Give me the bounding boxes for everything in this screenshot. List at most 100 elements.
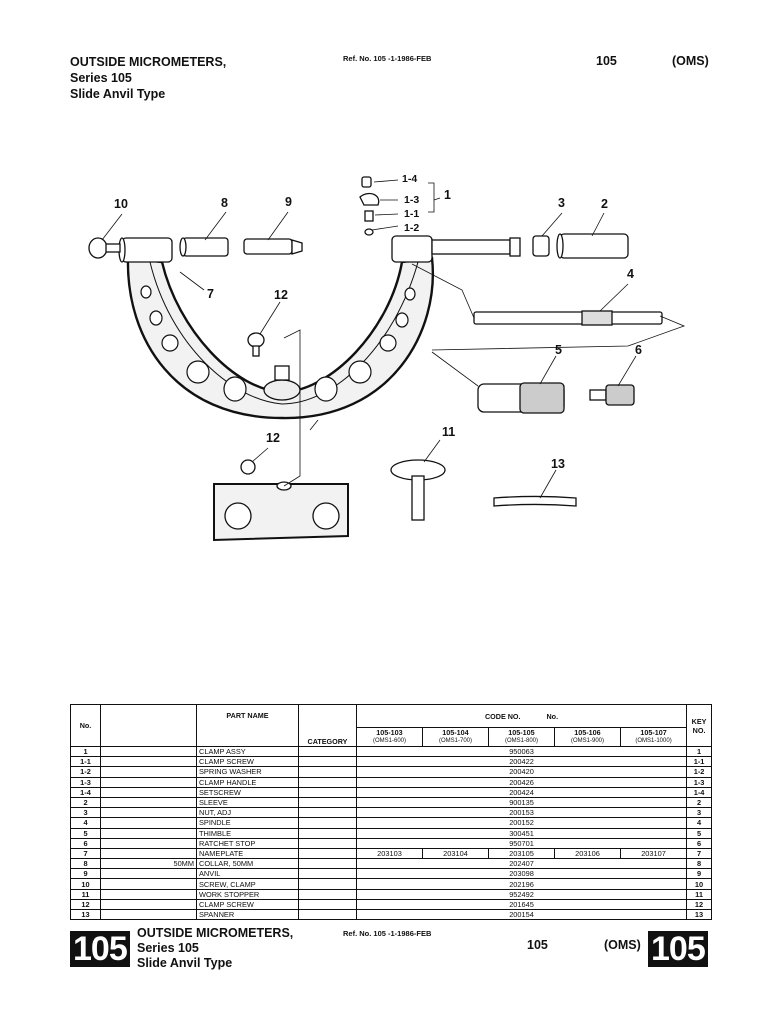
- row-no: 7: [70, 847, 101, 860]
- row-size: [100, 827, 197, 839]
- row-no: 13: [70, 908, 101, 921]
- row-no: 1-1: [70, 756, 101, 768]
- col-part-name: PART NAME: [196, 704, 299, 747]
- row-category: [298, 837, 357, 849]
- callout-7: 7: [207, 287, 214, 301]
- row-code: 950063: [355, 745, 688, 758]
- row-code: 201645: [355, 898, 688, 911]
- row-no: 12: [70, 898, 101, 911]
- row-category: [298, 796, 357, 809]
- row-code: 203098: [355, 868, 688, 880]
- callout-5: 5: [555, 343, 562, 357]
- row-code: 200424: [355, 786, 688, 798]
- row-code: 200152: [355, 817, 688, 829]
- row-part-name: SETSCREW: [196, 786, 299, 798]
- row-size: [100, 776, 197, 788]
- row-category: [298, 786, 357, 798]
- row-key-no: 12: [686, 898, 713, 911]
- row-no: 9: [70, 868, 101, 880]
- row-part-name: THIMBLE: [196, 827, 299, 839]
- row-category: [298, 807, 357, 819]
- row-category: [298, 868, 357, 880]
- callout-1-4: 1-4: [402, 173, 417, 185]
- callout-12b: 12: [266, 431, 280, 445]
- row-part-name: SCREW, CLAMP: [196, 878, 299, 890]
- row-category: [298, 827, 357, 839]
- footer-page-number: 105: [527, 938, 548, 952]
- row-key-no: 1-2: [686, 766, 713, 778]
- callout-4: 4: [627, 267, 634, 281]
- row-no: 1: [70, 745, 101, 758]
- row-size: [100, 796, 197, 809]
- row-size: [100, 868, 197, 880]
- row-size: [100, 878, 197, 890]
- row-part-name: SPINDLE: [196, 817, 299, 829]
- exploded-parts-diagram: 1-4 1 1-3 1-1 1-2 10 8 9 3 2 4 7 12 5 6 …: [88, 173, 686, 542]
- row-code: 203103: [356, 847, 423, 860]
- row-key-no: 1-3: [686, 776, 713, 788]
- callout-1-3: 1-3: [404, 194, 419, 206]
- callout-12a: 12: [274, 288, 288, 302]
- row-key-no: 4: [686, 817, 713, 829]
- row-code: 202196: [355, 878, 688, 890]
- title-line-1: OUTSIDE MICROMETERS,: [70, 55, 227, 69]
- row-part-name: WORK STOPPER: [196, 888, 299, 900]
- row-code: 203105: [488, 847, 555, 860]
- model-105-107: 105-107(OMS1-1000): [619, 727, 688, 747]
- row-code: 900135: [355, 796, 688, 809]
- row-key-no: 9: [686, 868, 713, 880]
- reference-number: Ref. No. 105 -1-1986-FEB: [343, 54, 432, 63]
- col-code-no: CODE NO. No.: [355, 704, 688, 728]
- row-code: 952492: [355, 888, 688, 900]
- row-size: [100, 837, 197, 849]
- row-size: [100, 745, 197, 758]
- row-code: 203104: [422, 847, 489, 860]
- row-key-no: 1: [686, 745, 713, 758]
- callout-1-2: 1-2: [404, 222, 419, 234]
- row-category: [298, 858, 357, 870]
- title-line-3: Slide Anvil Type: [70, 87, 166, 101]
- callout-1: 1: [444, 188, 451, 202]
- callout-11: 11: [442, 425, 455, 439]
- row-part-name: SLEEVE: [196, 796, 299, 809]
- row-key-no: 13: [686, 908, 713, 921]
- row-no: 10: [70, 878, 101, 890]
- row-size: [100, 888, 197, 900]
- model-105-106: 105-106(OMS1-900): [554, 727, 621, 747]
- row-part-name: NAMEPLATE: [196, 847, 299, 860]
- title-line-2: Series 105: [70, 71, 132, 85]
- row-category: [298, 898, 357, 911]
- row-category: [298, 888, 357, 900]
- row-code: 200426: [355, 776, 688, 788]
- row-part-name: ANVIL: [196, 868, 299, 880]
- row-size: 50MM: [100, 858, 197, 870]
- row-no: 6: [70, 837, 101, 849]
- row-category: [298, 745, 357, 758]
- row-key-no: 7: [686, 847, 713, 860]
- footer-reference-number: Ref. No. 105 -1-1986-FEB: [343, 929, 432, 938]
- page-number-badge-right: 105: [648, 931, 708, 967]
- row-no: 1-2: [70, 766, 101, 778]
- model-105-105: 105-105(OMS1-800): [488, 727, 555, 747]
- footer-title-line-1: OUTSIDE MICROMETERS,: [137, 926, 294, 940]
- page-number: 105: [596, 54, 617, 68]
- page-number-badge-left: 105: [70, 931, 130, 967]
- row-code: 202407: [355, 858, 688, 870]
- row-size: [100, 786, 197, 798]
- row-category: [298, 776, 357, 788]
